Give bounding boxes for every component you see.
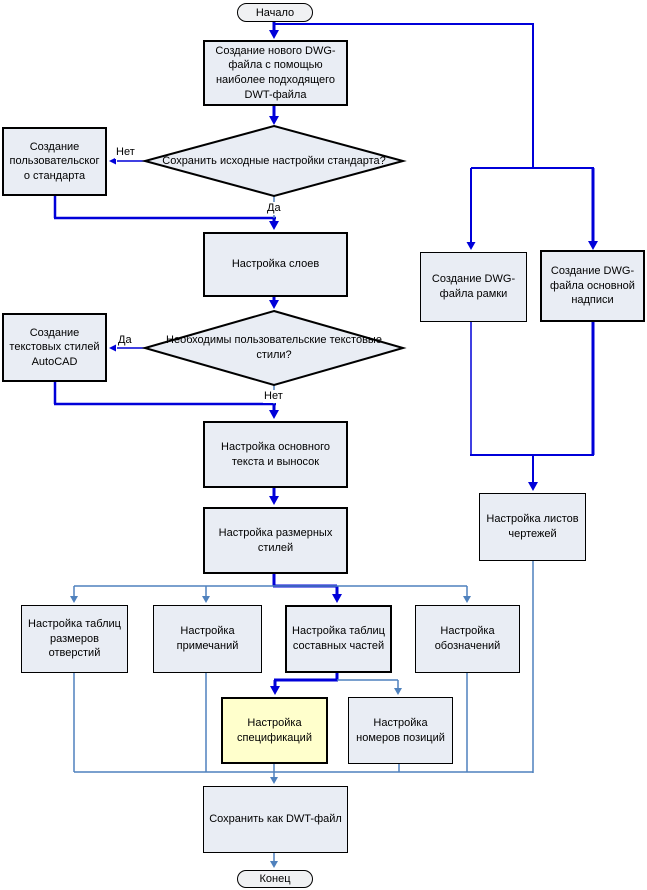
node-label: Конец	[259, 873, 291, 885]
node-label: Создание текстовых стилей AutoCAD	[9, 326, 100, 368]
node-create-new-dwg: Создание нового DWG-файла с помощью наиб…	[203, 40, 348, 106]
node-label: Настройка спецификаций	[237, 716, 312, 744]
node-sheets-setup: Настройка листов чертежей	[479, 493, 586, 561]
node-frame-dwg: Создание DWG-файла рамки	[420, 252, 527, 322]
node-title-block-dwg: Создание DWG-файла основной надписи	[540, 250, 645, 322]
node-label: Настройка обозначений	[434, 625, 501, 652]
node-label: Настройка номеров позиций	[356, 716, 445, 744]
node-save-dwt: Сохранить как DWT-файл	[203, 786, 348, 853]
node-label: Настройка таблиц размеров отверстий	[28, 618, 121, 660]
node-start: Начало	[237, 3, 313, 22]
node-label: Создание нового DWG-файла с помощью наиб…	[215, 44, 336, 101]
node-specs-setup: Настройка спецификаций	[221, 697, 328, 764]
node-item-numbers-setup: Настройка номеров позиций	[348, 697, 453, 764]
node-symbols-setup: Настройка обозначений	[415, 605, 520, 673]
edge-label-no: Нет	[115, 146, 136, 160]
node-dim-styles-setup: Настройка размерных стилей	[203, 507, 348, 574]
node-custom-standard: Создание пользовательского стандарта	[2, 127, 107, 196]
node-label: Создание пользовательского стандарта	[9, 140, 100, 182]
node-label: Настройка примечаний	[176, 625, 239, 652]
node-label: Настройка основного текста и выносок	[221, 440, 330, 468]
node-label: Создание DWG-файла основной надписи	[550, 265, 635, 307]
edge-label-yes: Да	[117, 334, 133, 348]
node-label: Создание DWG-файла рамки	[431, 273, 516, 300]
node-notes-setup: Настройка примечаний	[153, 605, 262, 673]
node-label: Настройка размерных стилей	[218, 526, 333, 554]
node-label: Настройка листов чертежей	[486, 513, 579, 540]
decision-custom-text-styles	[141, 309, 407, 387]
node-label: Настройка слоев	[231, 258, 320, 271]
decision-keep-standard-settings	[141, 124, 407, 198]
node-layers-setup: Настройка слоев	[203, 232, 348, 297]
node-base-text-setup: Настройка основного текста и выносок	[203, 421, 348, 488]
node-parts-tables-setup: Настройка таблиц составных частей	[285, 605, 392, 673]
node-autocad-text-styles: Создание текстовых стилей AutoCAD	[2, 313, 107, 382]
node-end: Конец	[237, 870, 313, 888]
edge-label-no: Нет	[263, 390, 284, 404]
node-hole-tables-setup: Настройка таблиц размеров отверстий	[21, 605, 128, 673]
node-label: Настройка таблиц составных частей	[292, 625, 385, 652]
node-label: Сохранить как DWT-файл	[209, 813, 342, 826]
node-label: Начало	[255, 6, 295, 19]
edge-label-yes: Да	[266, 202, 282, 216]
